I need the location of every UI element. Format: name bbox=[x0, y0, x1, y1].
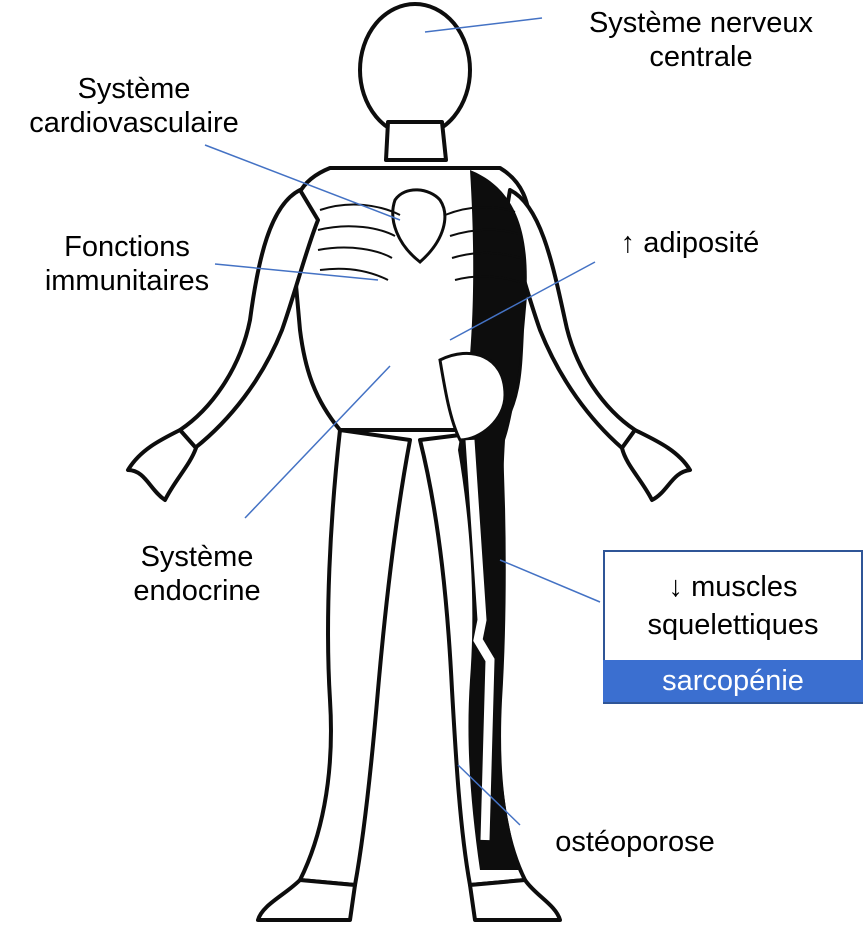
label-endocrine-system: Système endocrine bbox=[108, 540, 286, 608]
hand-left-shape bbox=[128, 430, 196, 500]
foot-left-shape bbox=[258, 880, 355, 920]
label-line: ↓ muscles bbox=[669, 568, 798, 606]
label-immune-functions: Fonctions immunitaires bbox=[22, 230, 232, 298]
leg-left-shape bbox=[300, 430, 410, 885]
label-line: Système nerveux bbox=[556, 6, 846, 40]
label-line: centrale bbox=[556, 40, 846, 74]
label-adiposity: ↑ adiposité bbox=[590, 226, 790, 260]
label-line: Fonctions bbox=[22, 230, 232, 264]
leader-line-muscle bbox=[500, 560, 600, 602]
label-osteoporosis: ostéoporose bbox=[520, 825, 750, 859]
head-shape bbox=[360, 4, 470, 136]
neck-shape bbox=[386, 122, 446, 160]
label-line: immunitaires bbox=[22, 264, 232, 298]
hand-right-shape bbox=[622, 430, 690, 500]
skeletal-muscle-label: ↓ muscles squelettiques bbox=[603, 550, 863, 662]
label-line: squelettiques bbox=[648, 606, 819, 644]
foot-right-shape bbox=[470, 880, 560, 920]
label-line: cardiovasculaire bbox=[0, 106, 268, 140]
sarcopenia-tag: sarcopénie bbox=[603, 660, 863, 704]
skeletal-muscle-callout: ↓ muscles squelettiques sarcopénie bbox=[603, 550, 863, 700]
label-line: Système bbox=[0, 72, 268, 106]
label-central-nervous-system: Système nerveux centrale bbox=[556, 6, 846, 74]
label-cardiovascular-system: Système cardiovasculaire bbox=[0, 72, 268, 140]
label-line: endocrine bbox=[108, 574, 286, 608]
label-line: Système bbox=[108, 540, 286, 574]
